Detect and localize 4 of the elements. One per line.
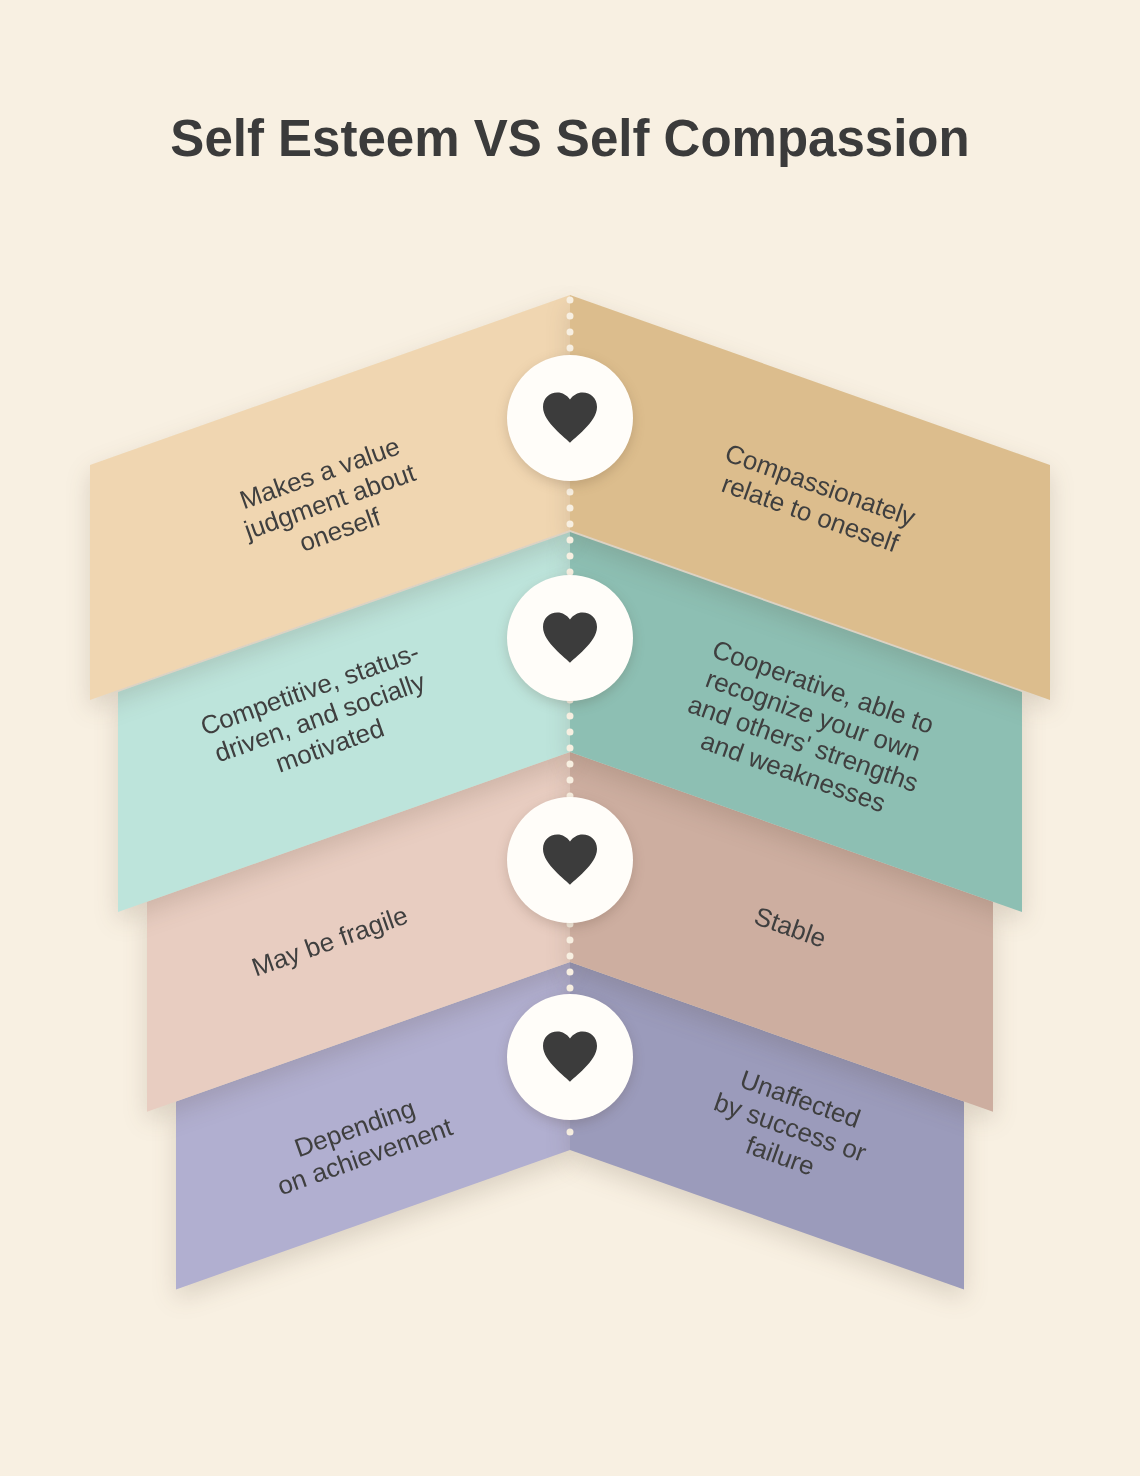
panel-text: May be fragile — [248, 900, 412, 984]
chevron-panel — [570, 962, 964, 1290]
title: Self Esteem VS Self Compassion — [169, 109, 971, 169]
panel-text: Stable — [750, 901, 830, 955]
